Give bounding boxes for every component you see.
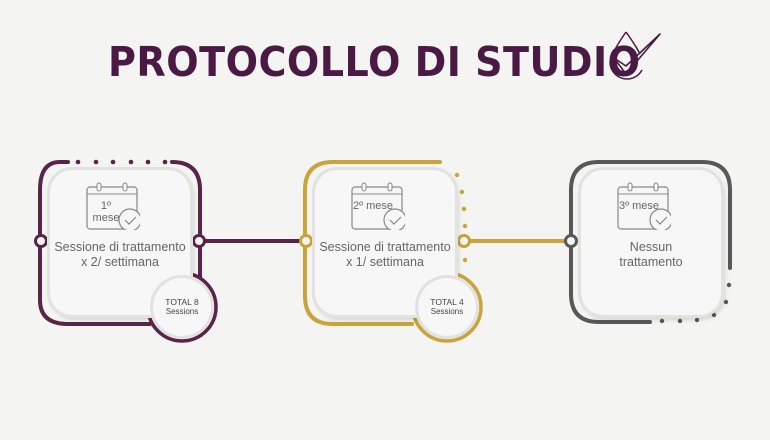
sessions-badge: TOTAL 8 Sessions — [153, 278, 211, 336]
calendar-check-icon — [617, 182, 671, 230]
month-label: 2º mese — [352, 200, 394, 212]
badge-unit: Sessions — [165, 307, 199, 316]
step-description: Sessione di trattamento x 1/ settimana — [319, 240, 451, 269]
badge-total: TOTAL 8 — [165, 297, 199, 307]
page-title: PROTOCOLLO DI STUDIO — [108, 38, 641, 86]
step-description: Sessione di trattamento x 2/ settimana — [54, 240, 186, 269]
month-label: 1º mese — [92, 200, 120, 224]
month-label: 3º mese — [618, 200, 660, 212]
step-card-3: 3º mese Nessun trattamento — [581, 170, 721, 315]
badge-unit: Sessions — [430, 307, 464, 316]
sessions-badge: TOTAL 4 Sessions — [418, 278, 476, 336]
drop-check-icon — [609, 31, 661, 80]
step-description: Nessun trattamento — [619, 240, 683, 269]
calendar-check-icon — [86, 182, 140, 230]
badge-total: TOTAL 4 — [430, 297, 464, 307]
calendar-check-icon — [351, 182, 405, 230]
